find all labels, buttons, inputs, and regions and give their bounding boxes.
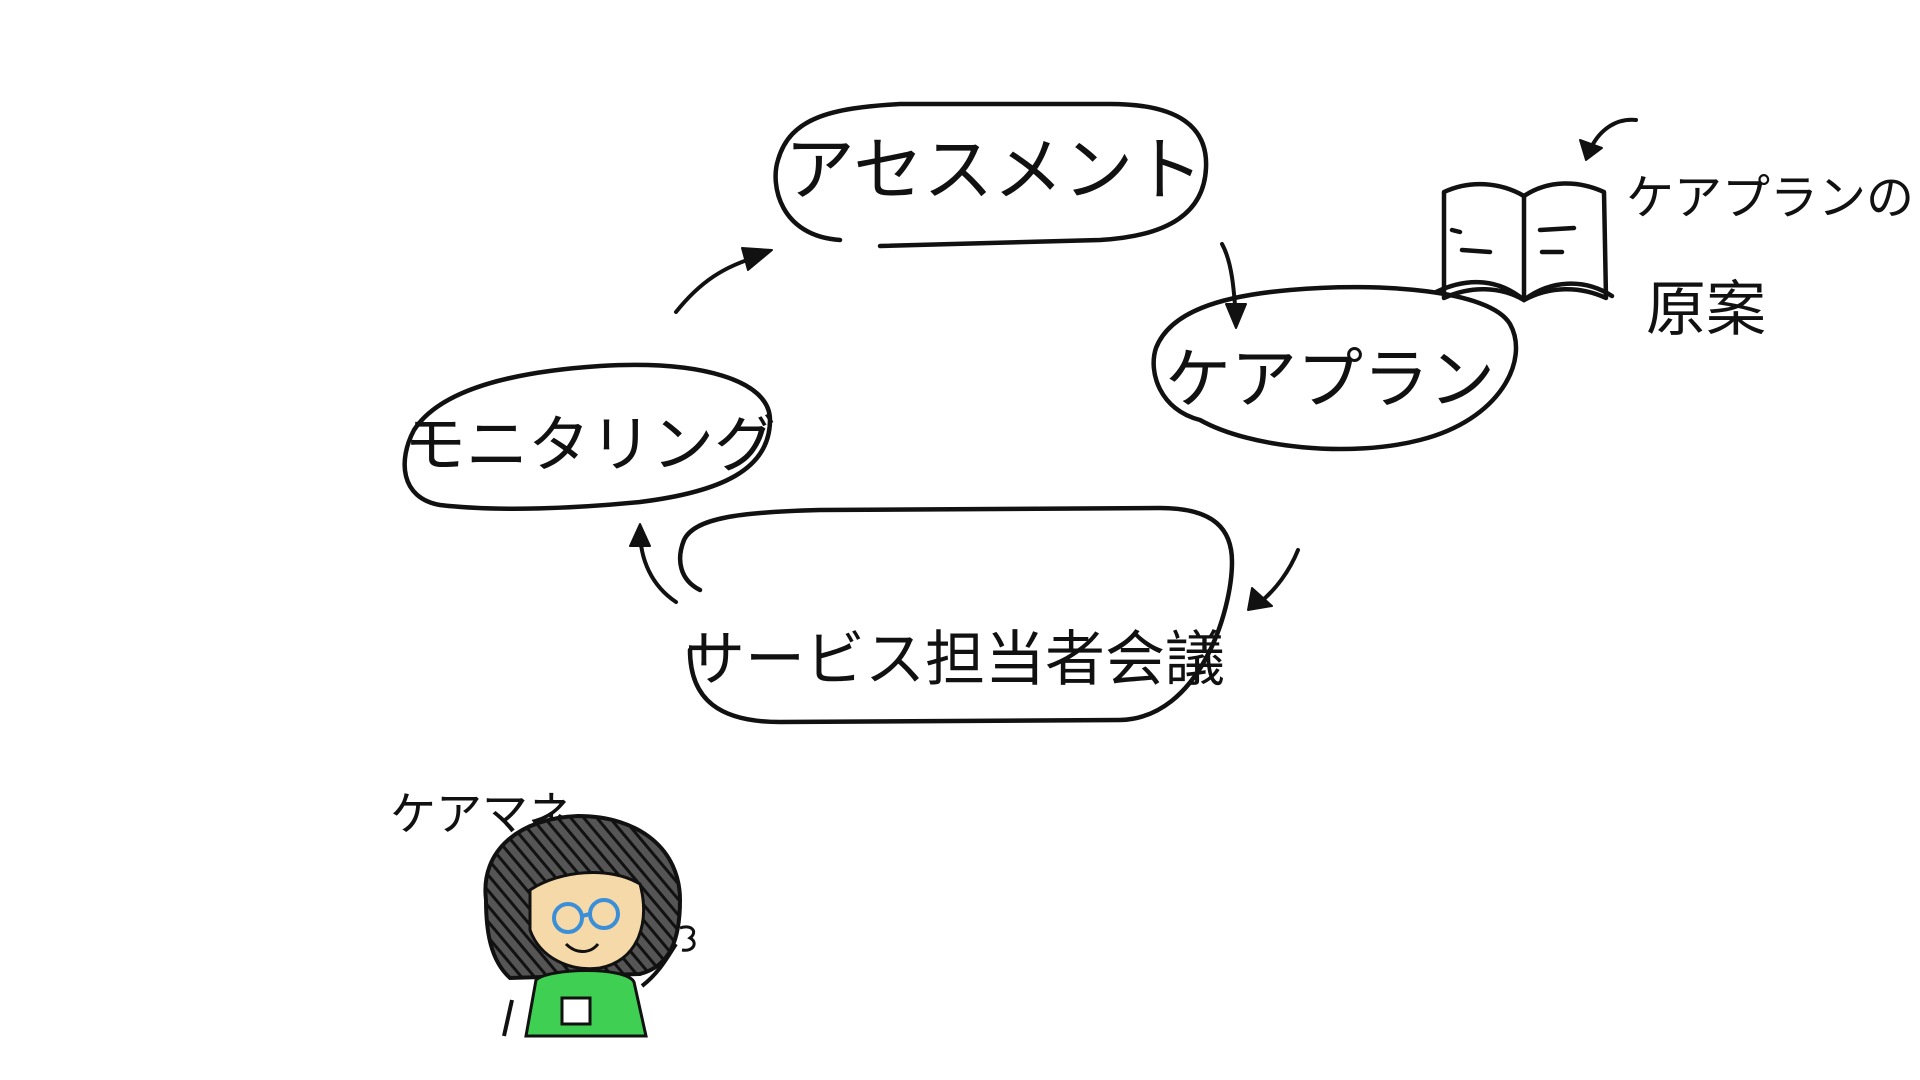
- care-manager-avatar: [483, 813, 696, 1038]
- glasses-bridge: [581, 912, 591, 918]
- edge-assessment-to-careplan: [1220, 242, 1247, 329]
- node-meeting: サービス担当者会議: [677, 505, 1235, 725]
- name-badge: [560, 996, 592, 1026]
- node-assessment-bubble: [773, 101, 1209, 249]
- book-icon: [1433, 181, 1615, 303]
- node-assessment-label: アセスメント: [785, 129, 1204, 211]
- book-note-arrow: [1579, 117, 1638, 161]
- node-meeting-bubble: [677, 505, 1235, 725]
- node-meeting-label: サービス担当者会議: [685, 625, 1225, 695]
- node-careplan-bubble: [1151, 284, 1519, 452]
- face-shape: [528, 871, 646, 971]
- node-monitoring: モニタリング: [402, 362, 776, 511]
- waving-arm: [640, 942, 678, 988]
- node-careplan-label: ケアプラン: [1165, 341, 1495, 418]
- smile-mark: [564, 942, 600, 953]
- edge-monitoring-to-assessment: [674, 247, 773, 314]
- book-note-line1: ケアプランの: [1626, 170, 1914, 226]
- edge-careplan-to-meeting: [1247, 548, 1300, 611]
- book-note-line2: 原案: [1646, 275, 1766, 345]
- node-assessment: アセスメント: [773, 101, 1209, 249]
- node-monitoring-bubble: [402, 362, 773, 511]
- node-careplan: ケアプラン: [1151, 284, 1519, 452]
- glasses-left-lens: [552, 902, 584, 934]
- waving-hand: [679, 925, 696, 952]
- edge-meeting-to-monitoring: [629, 523, 678, 604]
- left-arm: [502, 999, 514, 1037]
- node-monitoring-label: モニタリング: [404, 408, 776, 481]
